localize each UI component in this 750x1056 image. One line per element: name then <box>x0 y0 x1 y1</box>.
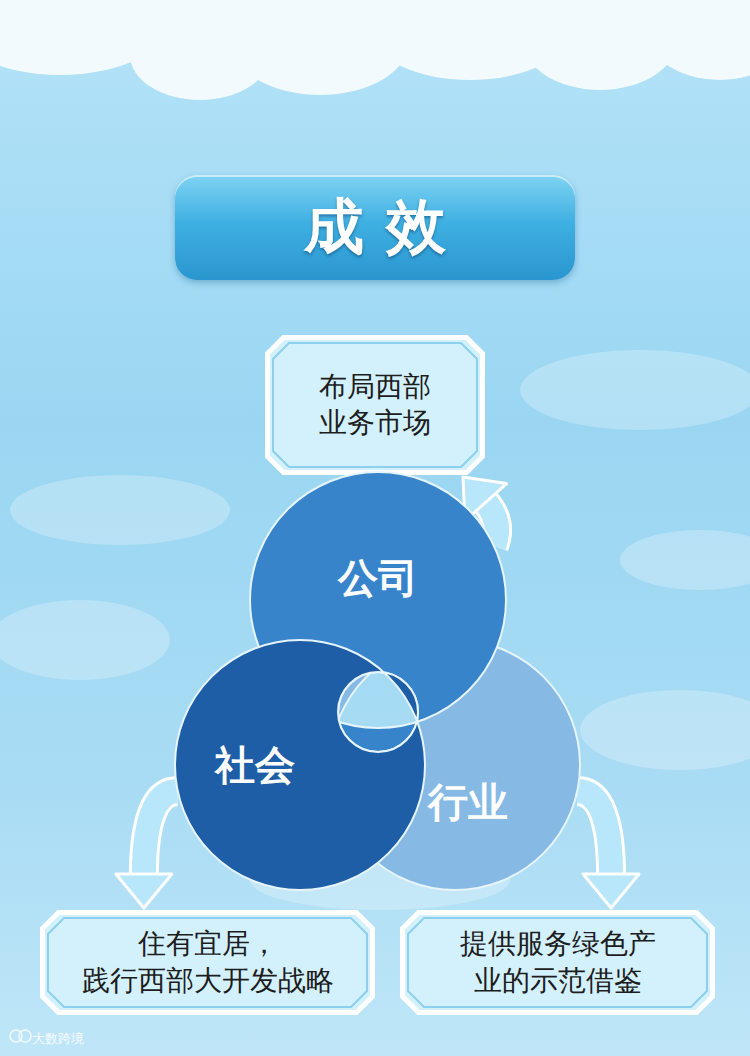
result-box: 布局西部 业务市场 <box>265 335 485 475</box>
circle-label: 公司 <box>338 558 418 598</box>
box-outline <box>265 335 485 475</box>
society-circle: 社会 <box>175 640 425 890</box>
circle-shape <box>175 640 425 890</box>
box-text: 布局西部 业务市场 <box>319 369 431 442</box>
title-text: 成效 <box>282 187 468 268</box>
result-box: 提供服务绿色产 业的示范借鉴 <box>400 910 715 1015</box>
box-text: 提供服务绿色产 业的示范借鉴 <box>460 926 656 999</box>
box-text: 住有宜居， 践行西部大开发战略 <box>82 926 334 999</box>
result-box: 住有宜居， 践行西部大开发战略 <box>40 910 375 1015</box>
watermark: 大数跨境 <box>32 1030 84 1048</box>
circle-label: 行业 <box>428 782 508 822</box>
circle-label: 社会 <box>215 745 295 785</box>
box-outline <box>40 910 375 1015</box>
flow-arrow <box>577 791 639 908</box>
box-outline <box>400 910 715 1015</box>
title-banner: 成效 <box>175 175 575 280</box>
flow-arrow <box>116 791 178 908</box>
